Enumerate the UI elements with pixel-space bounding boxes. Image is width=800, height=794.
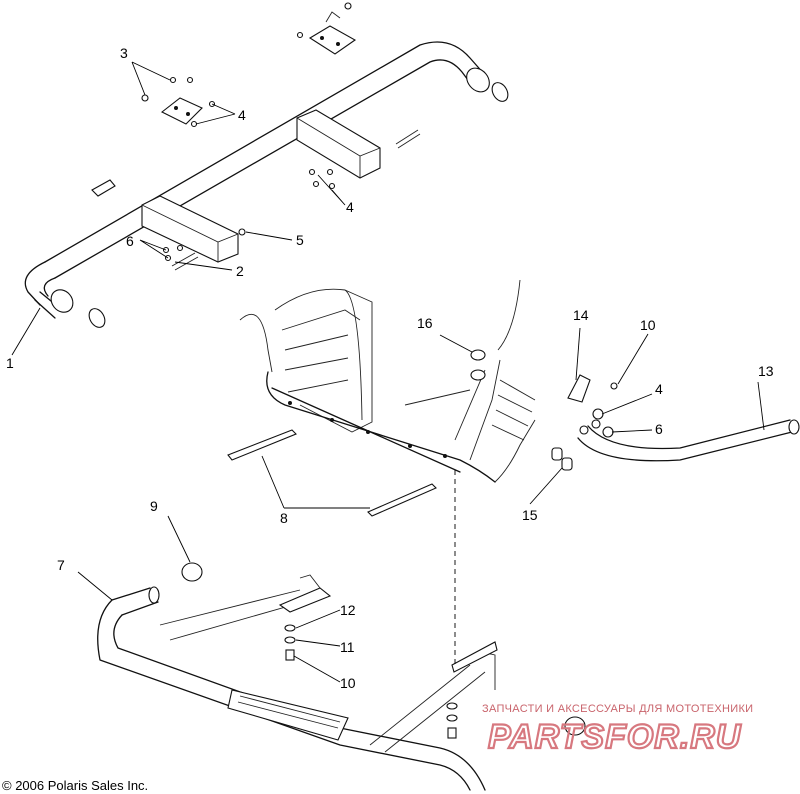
end-cap-upper-left	[88, 308, 106, 328]
callout-4-upper-left: 4	[238, 107, 246, 123]
spacer-15	[551, 447, 573, 471]
small-tag	[91, 179, 116, 197]
callout-4-upper-right: 4	[346, 199, 354, 215]
bracket-14	[567, 374, 591, 403]
watermark-brand: PARTSFOR.RU	[488, 718, 742, 756]
lower-fasteners	[284, 624, 458, 739]
runner-8-right	[367, 483, 437, 517]
callout-13: 13	[758, 363, 774, 379]
callout-5: 5	[296, 232, 304, 248]
callout-9: 9	[150, 498, 158, 514]
callout-14: 14	[573, 307, 589, 323]
nut-16	[470, 349, 486, 381]
callout-8: 8	[280, 510, 288, 526]
fastener-dots	[141, 31, 336, 262]
upper-bracket-right	[296, 109, 381, 179]
watermark-tagline: ЗАПЧАСТИ И АКСЕССУАРЫ ДЛЯ МОТОТЕХНИКИ	[482, 703, 753, 715]
tube-13	[577, 419, 800, 462]
leader-lines	[11, 61, 765, 683]
seat-outline	[239, 279, 521, 433]
lower-bracket-right	[451, 641, 498, 673]
cap-9	[181, 562, 203, 582]
lower-grip-decal	[227, 689, 349, 741]
upper-bracket-left	[141, 195, 239, 263]
upper-bumper-tube	[24, 41, 490, 319]
right-fasteners	[579, 382, 618, 438]
bolt-2	[171, 252, 199, 271]
bolt-right-long	[395, 129, 421, 149]
callout-10-right: 10	[640, 317, 656, 333]
callout-15: 15	[522, 507, 538, 523]
end-cap-upper-right	[491, 82, 509, 102]
end-cap-lower-right	[564, 716, 586, 736]
callout-16: 16	[417, 315, 433, 331]
middle-frame	[266, 359, 536, 483]
callout-6-right: 6	[655, 421, 663, 437]
upper-plate-top	[308, 2, 357, 55]
lower-plate	[278, 574, 332, 613]
callout-4-right: 4	[655, 381, 663, 397]
callout-3: 3	[120, 45, 128, 61]
copyright-text: © 2006 Polaris Sales Inc.	[2, 778, 148, 793]
upper-plate-left	[160, 97, 203, 125]
callout-1: 1	[6, 355, 14, 371]
runner-8-left	[227, 429, 297, 461]
callout-2: 2	[236, 263, 244, 279]
callout-10-lower: 10	[340, 675, 356, 691]
callout-11: 11	[340, 639, 355, 655]
callout-12: 12	[340, 602, 356, 618]
callout-7: 7	[57, 557, 65, 573]
watermark-logo: ЗАПЧАСТИ И АКСЕССУАРЫ ДЛЯ МОТОТЕХНИКИ PA…	[482, 703, 753, 757]
callout-6-left: 6	[126, 233, 134, 249]
lower-bumper	[97, 586, 496, 791]
